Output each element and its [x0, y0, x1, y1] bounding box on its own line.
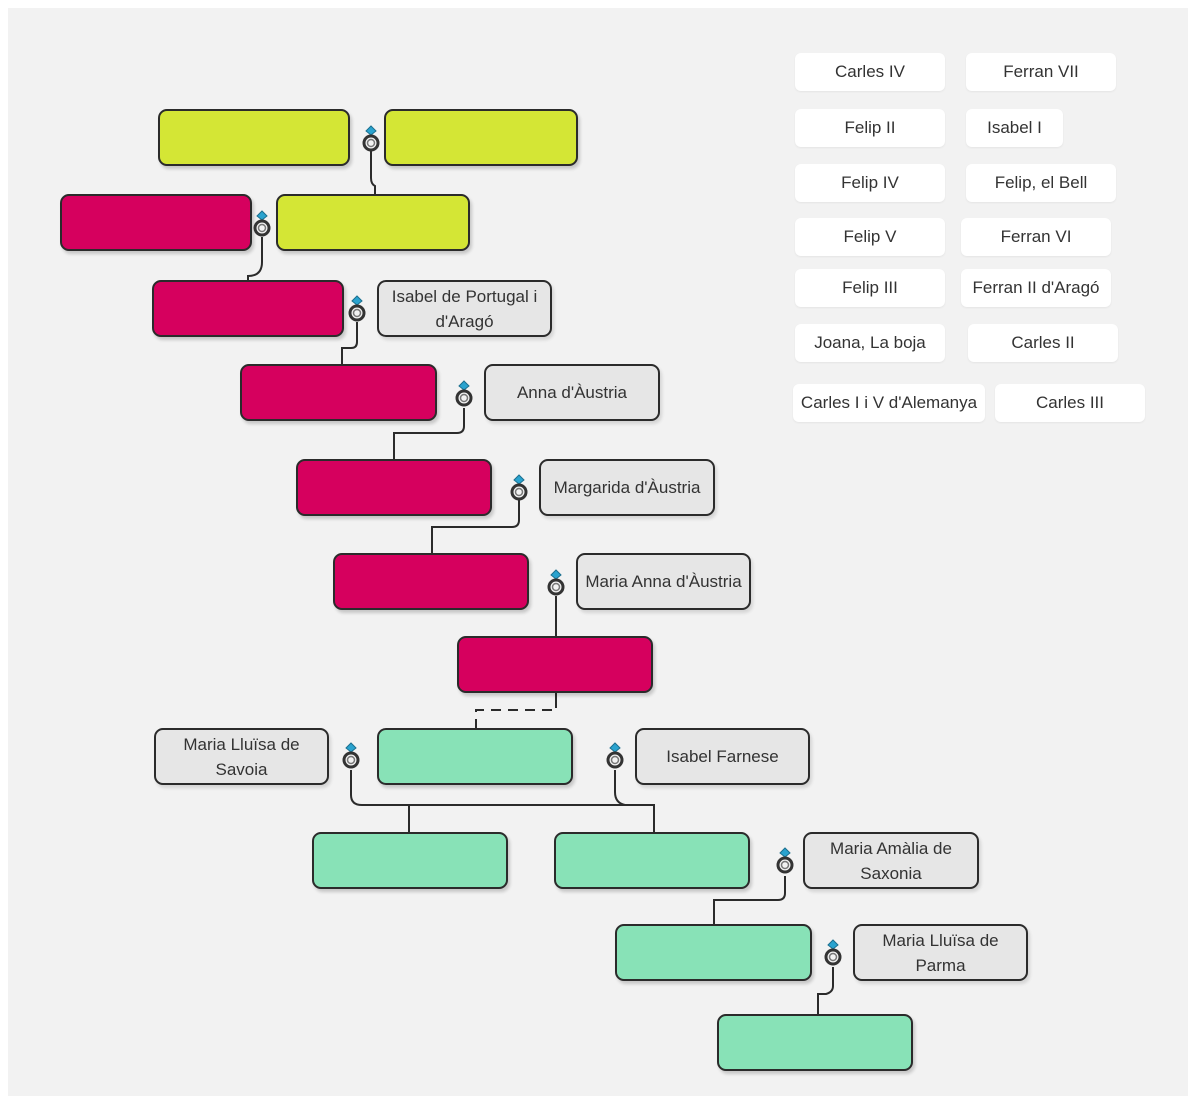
person-slot-14[interactable]: [717, 1014, 913, 1071]
spouse-box: Anna d'Àustria: [484, 364, 660, 421]
person-slot-6[interactable]: [240, 364, 437, 421]
name-card[interactable]: Ferran VII: [966, 53, 1116, 91]
name-card[interactable]: Joana, La boja: [795, 324, 945, 362]
person-slot-8[interactable]: [333, 553, 529, 610]
spouse-box: Maria Anna d'Àustria: [576, 553, 751, 610]
spouse-box: Maria Lluïsa de Savoia: [154, 728, 329, 785]
spouse-label: Maria Anna d'Àustria: [585, 572, 742, 591]
person-slot-13[interactable]: [615, 924, 812, 981]
name-card[interactable]: Ferran VI: [961, 218, 1111, 256]
spouse-box: Maria Amàlia de Saxonia: [803, 832, 979, 889]
name-card[interactable]: Felip II: [795, 109, 945, 147]
name-card[interactable]: Isabel I: [966, 109, 1063, 147]
wedding-ring-icon: [776, 847, 794, 874]
person-slot-4[interactable]: [276, 194, 470, 251]
name-card[interactable]: Carles III: [995, 384, 1145, 422]
person-slot-2[interactable]: [384, 109, 578, 166]
spouse-label: Margarida d'Àustria: [553, 478, 701, 497]
wedding-ring-icon: [606, 742, 624, 769]
name-card[interactable]: Ferran II d'Aragó: [961, 269, 1111, 307]
person-slot-10[interactable]: [377, 728, 573, 785]
person-slot-11[interactable]: [312, 832, 508, 889]
spouse-label: Isabel Farnese: [666, 747, 779, 766]
spouse-box: Isabel Farnese: [635, 728, 810, 785]
wedding-ring-icon: [348, 295, 366, 322]
spouse-label: Anna d'Àustria: [516, 383, 628, 402]
spouse-label: Maria Lluïsa de Savoia: [183, 734, 300, 779]
name-card[interactable]: Carles II: [968, 324, 1118, 362]
spouse-label: Maria Lluïsa de Parma: [882, 930, 999, 975]
wedding-ring-icon: [342, 742, 360, 769]
wedding-ring-icon: [510, 474, 528, 501]
spouse-label: Maria Amàlia de Saxonia: [830, 838, 952, 883]
wedding-ring-icon: [547, 569, 565, 596]
wedding-ring-icon: [253, 210, 271, 237]
spouse-box: Isabel de Portugal i d'Aragó: [377, 280, 552, 337]
name-card[interactable]: Carles I i V d'Alemanya: [793, 384, 985, 422]
person-slot-12[interactable]: [554, 832, 750, 889]
name-card[interactable]: Carles IV: [795, 53, 945, 91]
spouse-label: Isabel de Portugal i d'Aragó: [391, 286, 538, 331]
person-slot-9[interactable]: [457, 636, 653, 693]
wedding-ring-icon: [455, 380, 473, 407]
person-slot-7[interactable]: [296, 459, 492, 516]
wedding-ring-icon: [824, 939, 842, 966]
person-slot-5[interactable]: [152, 280, 344, 337]
name-card[interactable]: Felip III: [795, 269, 945, 307]
person-slot-3[interactable]: [60, 194, 252, 251]
wedding-ring-icon: [362, 125, 380, 152]
name-card[interactable]: Felip IV: [795, 164, 945, 202]
name-card[interactable]: Felip, el Bell: [966, 164, 1116, 202]
spouse-box: Margarida d'Àustria: [539, 459, 715, 516]
spouse-box: Maria Lluïsa de Parma: [853, 924, 1028, 981]
person-slot-1[interactable]: [158, 109, 350, 166]
name-card[interactable]: Felip V: [795, 218, 945, 256]
